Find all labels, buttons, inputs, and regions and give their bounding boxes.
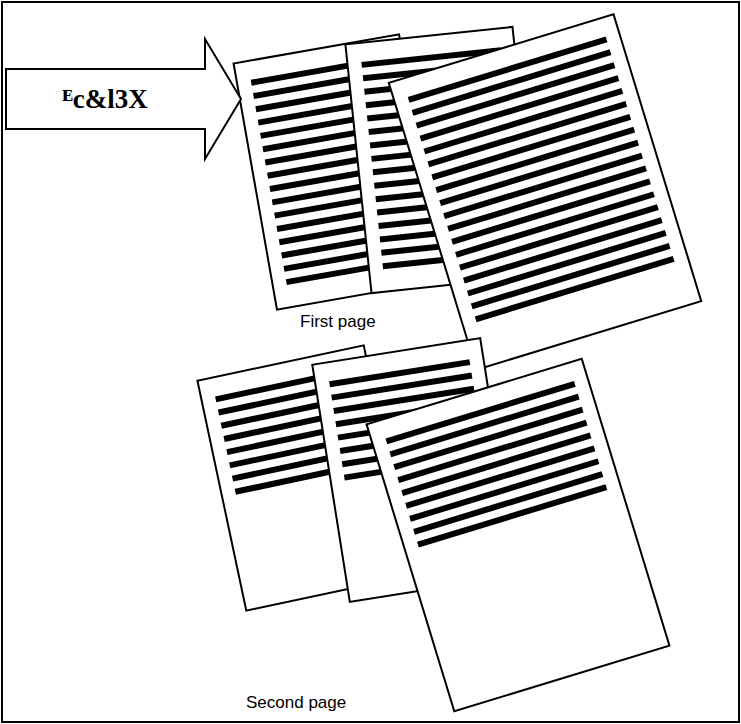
text-bar [418, 487, 606, 545]
paper-sheet [367, 359, 670, 712]
paper-sheet [389, 14, 701, 370]
text-bar [414, 474, 602, 532]
block-arrow: ᴱc&l3X [5, 38, 243, 160]
caption-label: First page [300, 312, 376, 332]
text-bar [468, 233, 666, 294]
escape-sequence: ᴱc&l3X [5, 38, 205, 160]
sheet-outline [367, 359, 670, 712]
text-bar [476, 259, 674, 320]
sheet-outline [389, 14, 701, 370]
paper-stacks [197, 14, 701, 711]
text-bar [472, 246, 670, 307]
caption-label: Second page [246, 693, 346, 713]
text-bar [410, 461, 598, 519]
arrow-shape [6, 39, 241, 159]
